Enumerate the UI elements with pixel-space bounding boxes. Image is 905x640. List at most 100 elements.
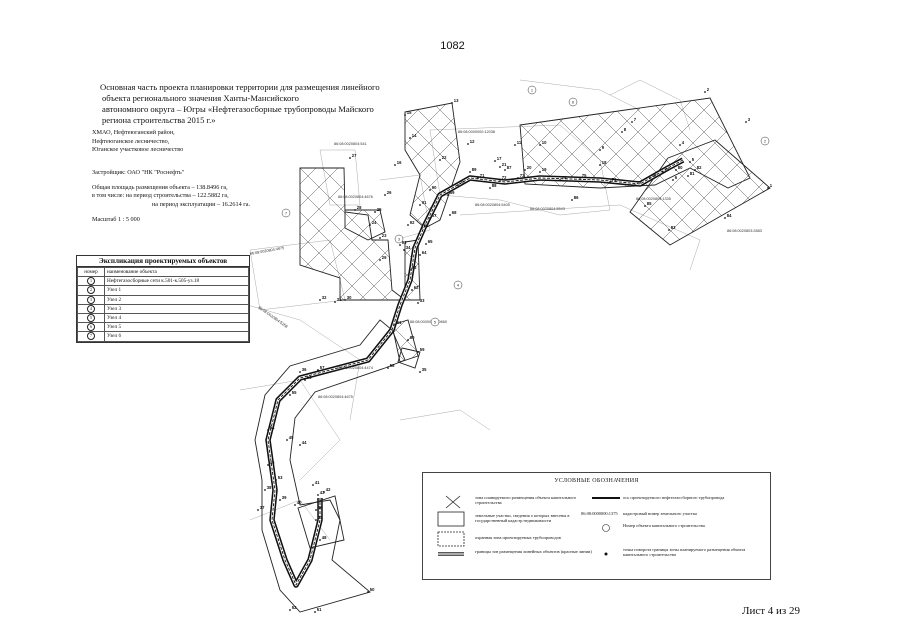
- area-line: на период эксплуатации – 16.2614 га.: [152, 200, 251, 208]
- point-label: 80: [678, 165, 683, 170]
- point-label: 1: [770, 183, 773, 188]
- turning-point: [367, 591, 369, 593]
- scale-label: Масштаб 1 : 5 000: [92, 216, 140, 223]
- cadastral-label: 86:08:0020803:2883: [727, 229, 762, 233]
- point-label: 27: [352, 153, 357, 158]
- turning-point: [299, 371, 301, 373]
- turning-point: [689, 161, 691, 163]
- point-label: 15: [407, 110, 412, 115]
- turning-point: [319, 299, 321, 301]
- turning-point: [419, 371, 421, 373]
- turning-point: [724, 217, 726, 219]
- row-number: 4: [87, 304, 95, 313]
- point-label: 90: [432, 185, 437, 190]
- explication-table: Экспликация проектируемых объектов номер…: [76, 255, 250, 343]
- turning-point: [451, 102, 453, 104]
- turning-point: [539, 171, 541, 173]
- point-label: 18: [602, 160, 607, 165]
- turning-point: [499, 179, 501, 181]
- turning-point: [275, 479, 277, 481]
- row-number: 6: [87, 323, 95, 332]
- point-label: 7: [634, 117, 637, 122]
- point-label: 45: [289, 435, 294, 440]
- turning-point: [704, 91, 706, 93]
- object-number-symbol: [602, 524, 610, 532]
- point-label: 51: [317, 607, 322, 612]
- object-marker: 5: [430, 317, 440, 327]
- point-label: 33: [420, 298, 425, 303]
- turning-point: [387, 367, 389, 369]
- turning-point: [599, 164, 601, 166]
- legend-cadnum-text: кадастровый номер земельного участка: [623, 511, 697, 516]
- protect-zone-symbol: [437, 531, 465, 547]
- turning-point: [668, 229, 670, 231]
- object-marker: 1: [527, 85, 537, 95]
- turning-point: [289, 394, 291, 396]
- point-label: 28: [357, 205, 362, 210]
- turning-point: [317, 494, 319, 496]
- turning-point: [267, 429, 269, 431]
- point-label: 85: [647, 201, 652, 206]
- turning-point: [317, 369, 319, 371]
- point-label: 61: [397, 320, 402, 325]
- turning-point: [344, 299, 346, 301]
- row-name: Узел 6: [104, 331, 249, 342]
- legend-objnum-text: Номер объекта капитального строительства: [623, 523, 705, 528]
- turning-point: [457, 184, 459, 186]
- point-label: 2: [707, 87, 710, 92]
- info-line: Нефтеюганское лесничество,: [92, 137, 170, 145]
- point-label: 14: [412, 133, 417, 138]
- point-label: 75: [582, 173, 587, 178]
- turning-point: [354, 209, 356, 211]
- point-label: 31: [337, 297, 342, 302]
- point-label: 8: [624, 127, 627, 132]
- legend-boundary-text: границы зон размещения линейных объектов…: [475, 549, 592, 554]
- cadastral-label: 86:08:0020804:541: [334, 142, 367, 146]
- point-label: 91: [422, 200, 427, 205]
- turning-point: [579, 177, 581, 179]
- point-label: 48: [322, 535, 327, 540]
- turning-point: [609, 181, 611, 183]
- turning-point: [319, 539, 321, 541]
- point-label: 25: [377, 207, 382, 212]
- turning-point: [694, 169, 696, 171]
- turning-point: [621, 131, 623, 133]
- point-label: 84: [727, 213, 732, 218]
- point-label: 54: [270, 425, 275, 430]
- boundary-symbol: [438, 552, 464, 556]
- turning-point: [374, 211, 376, 213]
- row-name: Узел 2: [104, 294, 249, 305]
- zone-boundary: [254, 319, 421, 613]
- turning-point: [407, 339, 409, 341]
- point-label: 62: [414, 285, 419, 290]
- point-label: 60: [410, 335, 415, 340]
- point-label: 63: [412, 265, 417, 270]
- point-label: 86: [574, 195, 579, 200]
- turning-point: [469, 171, 471, 173]
- title-line: региона строительства 2015 г.»: [102, 115, 216, 125]
- point-label: 5: [692, 157, 695, 162]
- turning-point: [399, 244, 401, 246]
- point-label: 82: [697, 165, 702, 170]
- turning-point: [411, 289, 413, 291]
- page-number: 1082: [440, 40, 465, 52]
- row-name: Узел 1: [104, 285, 249, 296]
- header-number: номер: [77, 266, 105, 278]
- turning-point: [425, 243, 427, 245]
- point-label: 70: [460, 180, 465, 185]
- turning-point: [267, 464, 269, 466]
- point-label: 38: [267, 485, 272, 490]
- turning-point: [312, 484, 314, 486]
- turning-point: [429, 189, 431, 191]
- turning-point: [417, 351, 419, 353]
- legend-protect-text: охранная зона проектируемых трубопроводо…: [475, 535, 561, 540]
- turning-point: [289, 609, 291, 611]
- point-label: 68: [452, 210, 457, 215]
- turning-point: [409, 269, 411, 271]
- svg-text:2: 2: [764, 139, 767, 144]
- point-label: 78: [652, 173, 657, 178]
- cadastral-label: 86:08:0020804:4675: [249, 246, 284, 256]
